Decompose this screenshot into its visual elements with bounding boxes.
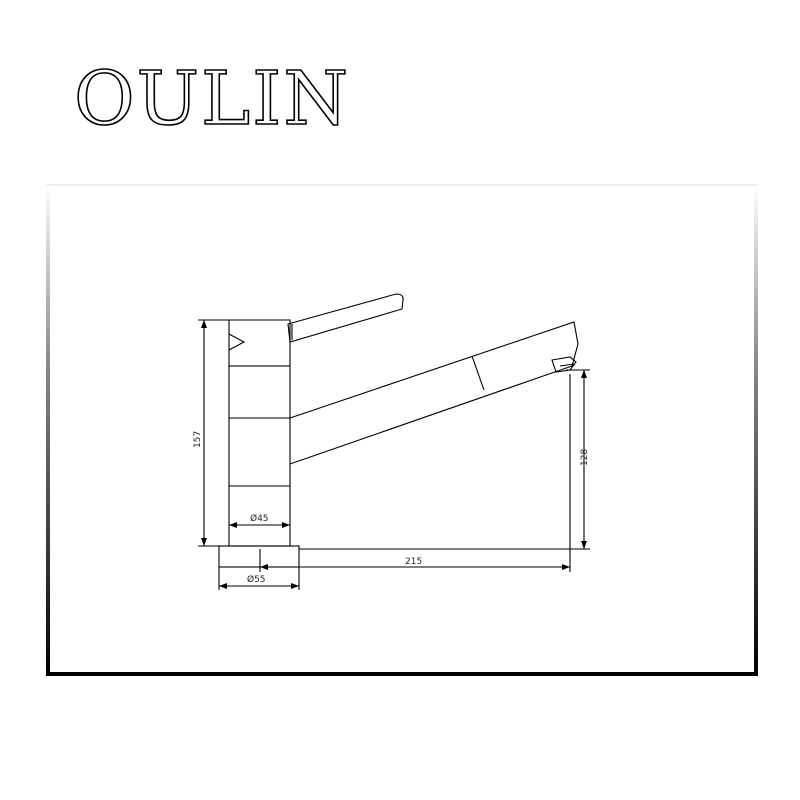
faucet-cap [228, 319, 291, 367]
frame-top-border [46, 184, 758, 186]
faucet-handle [287, 293, 404, 343]
brand-logo: OULIN [73, 58, 350, 138]
frame-left-border [46, 184, 50, 676]
height-dimension-label: 157 [193, 431, 203, 448]
brand-logo-text: OULIN [74, 58, 350, 138]
spout-joint-line [471, 355, 485, 391]
drawing-frame [46, 184, 758, 676]
frame-right-border [754, 184, 758, 676]
base-diameter-label: Ø55 [247, 574, 266, 585]
frame-bottom-border [46, 672, 758, 676]
faucet-base [218, 545, 300, 568]
faucet-aerator [551, 356, 577, 373]
faucet-spout [289, 321, 579, 465]
body-diameter-label: Ø45 [250, 513, 269, 524]
spout-height-dimension-label: 128 [580, 449, 590, 466]
reach-dimension-label: 215 [405, 557, 422, 567]
